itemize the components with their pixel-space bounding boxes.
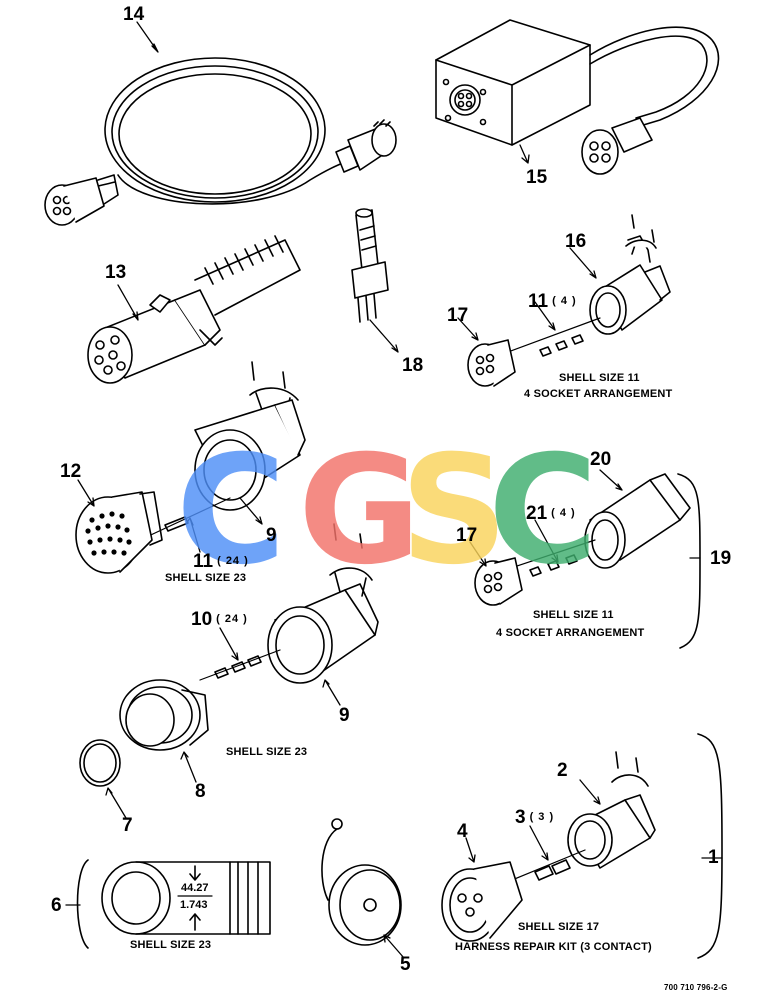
callout-16: 16 xyxy=(565,231,587,252)
callout-7: 7 xyxy=(122,815,133,836)
callout-12: 12 xyxy=(60,461,82,482)
cable-assembly-14 xyxy=(44,57,397,226)
callout-5: 5 xyxy=(400,954,411,975)
connector-shell-23-a xyxy=(75,361,306,574)
leader-lines xyxy=(65,21,723,959)
callout-10: 10( 24 ) xyxy=(191,609,248,630)
callout-8: 8 xyxy=(195,781,206,802)
connector-shell-11-a xyxy=(467,214,671,387)
callout-17-a: 17 xyxy=(447,305,469,326)
watermark-letter-s: S xyxy=(400,424,509,598)
callout-15: 15 xyxy=(526,167,548,188)
callout-21: 21( 4 ) xyxy=(526,503,576,524)
caption-shell-size-11-a: SHELL SIZE 11 xyxy=(559,372,640,384)
callout-1: 1 xyxy=(708,847,719,868)
callout-14: 14 xyxy=(123,4,145,25)
callout-17-b: 17 xyxy=(456,525,478,546)
watermark-letter-c1: C xyxy=(176,424,287,598)
callout-6: 6 xyxy=(51,895,62,916)
connector-shell-23-b xyxy=(79,523,379,787)
trailer-plug-13 xyxy=(87,235,301,384)
caption-shell-size-11-b: SHELL SIZE 11 xyxy=(533,609,614,621)
callout-18: 18 xyxy=(402,355,424,376)
dimension-inch: 1.743 xyxy=(180,899,208,911)
caption-harness-repair-kit: HARNESS REPAIR KIT (3 CONTACT) xyxy=(455,941,652,953)
callout-9-b: 9 xyxy=(339,705,350,726)
callout-3: 3( 3 ) xyxy=(515,807,555,828)
caption-shell-size-23-a: SHELL SIZE 23 xyxy=(165,572,247,584)
callout-11-a: 11( 4 ) xyxy=(528,291,577,312)
caption-shell-size-23-b: SHELL SIZE 23 xyxy=(226,746,308,758)
callout-13: 13 xyxy=(105,262,127,283)
watermark-letter-c2: C xyxy=(488,424,599,598)
dimension-mm: 44.27 xyxy=(181,882,209,894)
callout-2: 2 xyxy=(557,760,568,781)
watermark-letter-g: G xyxy=(298,424,422,598)
contact-tool-18 xyxy=(351,208,389,323)
callout-9-a: 9 xyxy=(266,525,277,546)
caption-4-socket-arrangement-a: 4 SOCKET ARRANGEMENT xyxy=(524,388,673,400)
caption-shell-size-17: SHELL SIZE 17 xyxy=(518,921,600,933)
figure-id: 700 710 796-2-G xyxy=(664,983,728,992)
callout-4: 4 xyxy=(457,821,468,842)
caption-shell-size-23-c: SHELL SIZE 23 xyxy=(130,939,212,951)
caption-4-socket-arrangement-b: 4 SOCKET ARRANGEMENT xyxy=(496,627,645,639)
callout-11-b: 11( 24 ) xyxy=(193,551,249,572)
harness-repair-kit-1 xyxy=(441,733,723,959)
callout-20: 20 xyxy=(590,449,612,470)
connector-assembly-19 xyxy=(474,473,701,649)
dust-cap-5 xyxy=(321,818,402,946)
callout-19: 19 xyxy=(710,548,732,569)
insert-gauge-6 xyxy=(76,859,271,949)
control-box-15 xyxy=(435,19,720,175)
